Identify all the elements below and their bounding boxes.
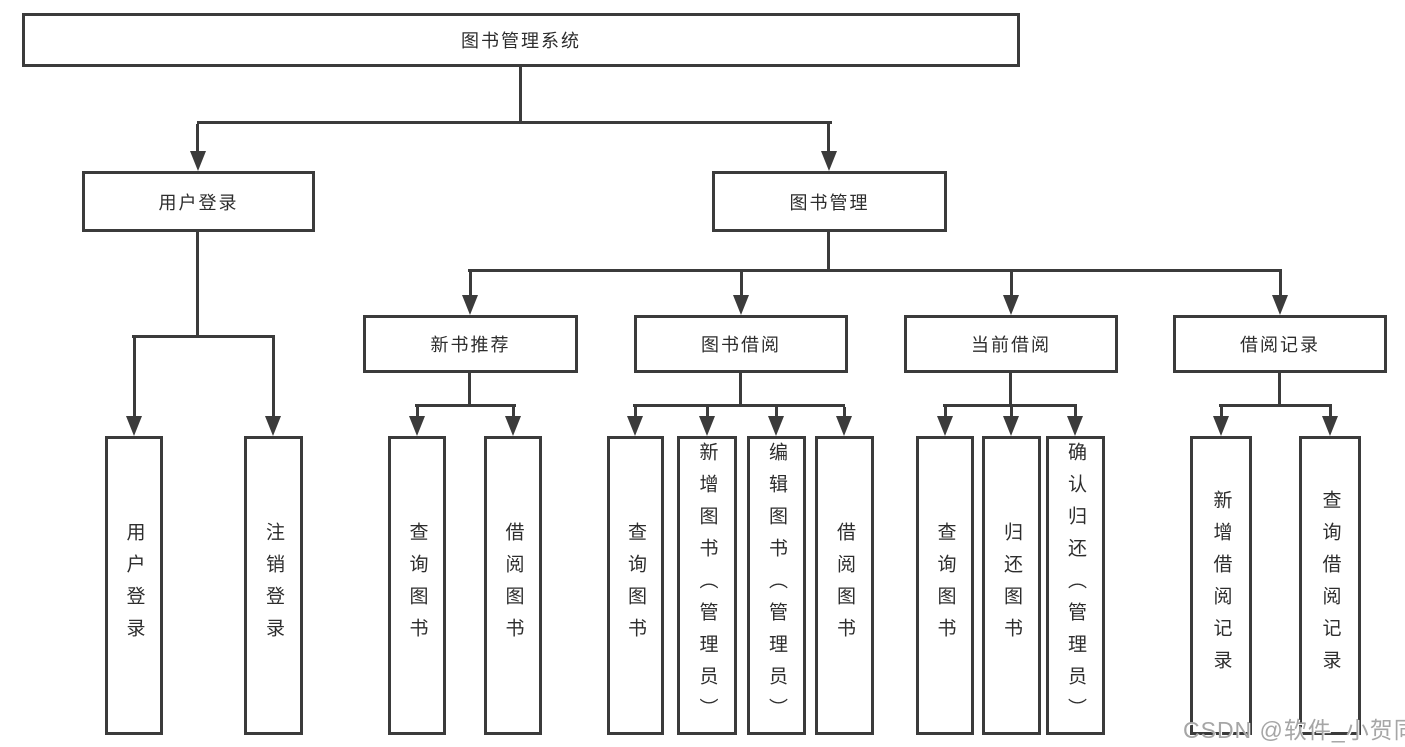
- connector-line: [1009, 373, 1012, 407]
- connector-line: [196, 124, 199, 153]
- connector-bus: [132, 335, 275, 338]
- leaf-query-books-current: 查询图书: [916, 436, 974, 735]
- connector-line: [739, 373, 742, 407]
- connector-bus: [197, 121, 832, 124]
- arrowhead: [1067, 416, 1083, 436]
- connector-line: [133, 338, 136, 417]
- connector-line: [740, 272, 743, 296]
- connector-line: [272, 338, 275, 417]
- arrowhead: [265, 416, 281, 436]
- arrowhead: [505, 416, 521, 436]
- connector-line: [1010, 407, 1013, 417]
- connector-line: [706, 407, 709, 417]
- watermark: CSDN @软件_小贺同学: [1183, 717, 1405, 743]
- arrowhead: [1213, 416, 1229, 436]
- leaf-confirm-return-admin: 确认归还（管理员）: [1046, 436, 1105, 735]
- arrowhead: [699, 416, 715, 436]
- connector-line: [944, 407, 947, 417]
- arrowhead: [768, 416, 784, 436]
- node-book-borrowing: 图书借阅: [634, 315, 848, 373]
- leaf-logout: 注销登录: [244, 436, 303, 735]
- arrowhead: [1272, 295, 1288, 315]
- arrowhead: [409, 416, 425, 436]
- arrowhead: [1003, 295, 1019, 315]
- connector-line: [1279, 272, 1282, 296]
- connector-bus: [1219, 404, 1332, 407]
- node-user-login: 用户登录: [82, 171, 315, 232]
- connector-line: [1329, 407, 1332, 417]
- leaf-query-borrow-record: 查询借阅记录: [1299, 436, 1361, 735]
- connector-line: [469, 272, 472, 296]
- arrowhead: [126, 416, 142, 436]
- leaf-query-books-recommend: 查询图书: [388, 436, 446, 735]
- node-borrowing-records: 借阅记录: [1173, 315, 1387, 373]
- node-book-management: 图书管理: [712, 171, 947, 232]
- node-library-system: 图书管理系统: [22, 13, 1020, 67]
- connector-line: [843, 407, 846, 417]
- connector-line: [634, 407, 637, 417]
- arrowhead: [462, 295, 478, 315]
- leaf-borrow-books-borrowing: 借阅图书: [815, 436, 874, 735]
- arrowhead: [627, 416, 643, 436]
- leaf-add-book-admin: 新增图书（管理员）: [677, 436, 737, 735]
- leaf-return-books: 归还图书: [982, 436, 1041, 735]
- connector-line: [416, 407, 419, 417]
- node-new-book-recommendation: 新书推荐: [363, 315, 578, 373]
- connector-line: [1278, 373, 1281, 407]
- connector-bus: [468, 269, 1282, 272]
- arrowhead: [836, 416, 852, 436]
- arrowhead: [821, 151, 837, 171]
- connector-line: [1220, 407, 1223, 417]
- arrowhead: [937, 416, 953, 436]
- connector-line: [468, 373, 471, 407]
- arrowhead: [1322, 416, 1338, 436]
- arrowhead: [190, 151, 206, 171]
- connector-line: [827, 124, 830, 153]
- connector-line: [1074, 407, 1077, 417]
- connector-line: [1010, 272, 1013, 296]
- connector-line: [775, 407, 778, 417]
- connector-line: [827, 232, 830, 272]
- connector-line: [519, 66, 522, 124]
- leaf-query-books-borrowing: 查询图书: [607, 436, 664, 735]
- connector-line: [196, 232, 199, 338]
- leaf-user-login: 用户登录: [105, 436, 163, 735]
- leaf-add-borrow-record: 新增借阅记录: [1190, 436, 1252, 735]
- arrowhead: [1003, 416, 1019, 436]
- arrowhead: [733, 295, 749, 315]
- node-current-borrowing: 当前借阅: [904, 315, 1118, 373]
- connector-bus: [415, 404, 516, 407]
- leaf-borrow-books-recommend: 借阅图书: [484, 436, 542, 735]
- connector-bus: [943, 404, 1077, 407]
- connector-bus: [633, 404, 845, 407]
- leaf-edit-book-admin: 编辑图书（管理员）: [747, 436, 806, 735]
- connector-line: [512, 407, 515, 417]
